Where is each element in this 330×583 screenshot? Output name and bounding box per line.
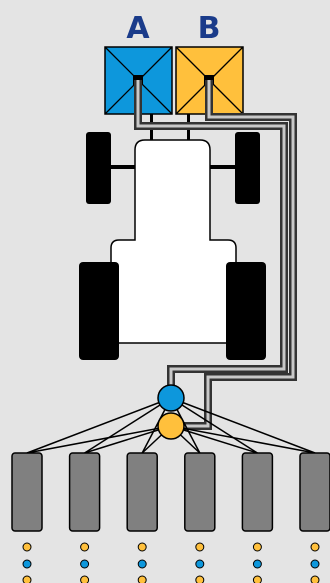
distribution-line	[170, 397, 258, 454]
seed-dot-icon	[80, 575, 90, 583]
row-unit-icon	[11, 452, 43, 532]
seed-dot-icon	[22, 542, 32, 552]
row-units	[11, 452, 330, 532]
seed-dot-icon	[252, 559, 262, 569]
seed-dot-icon	[80, 559, 90, 569]
front-right-wheel	[235, 132, 260, 204]
seed-dot-icon	[137, 575, 147, 583]
distribution-line	[26, 425, 172, 454]
distribution-line	[84, 397, 172, 454]
seed-dot-icon	[80, 542, 90, 552]
row-unit-icon	[126, 452, 158, 532]
distribution-line	[170, 425, 316, 454]
front-left-wheel	[86, 132, 111, 204]
distribution-head-icon	[157, 412, 185, 440]
seed-dot-icon	[195, 575, 205, 583]
hopper-a-label: A	[126, 11, 150, 46]
row-unit-icon	[68, 452, 101, 532]
distribution-line	[170, 397, 316, 454]
seed-hoses	[134, 80, 297, 430]
seed-dot-icon	[252, 575, 262, 583]
row-unit-icon	[184, 452, 216, 532]
distribution-line	[26, 397, 172, 454]
seed-dot-icon	[195, 542, 205, 552]
seed-dots	[22, 542, 320, 583]
seed-dot-icon	[310, 542, 320, 552]
seed-dot-icon	[22, 559, 32, 569]
seed-dot-icon	[195, 559, 205, 569]
seed-dot-icon	[310, 575, 320, 583]
rear-right-wheel	[226, 262, 266, 360]
seed-dot-icon	[252, 542, 262, 552]
distribution-line	[170, 425, 258, 454]
seed-dot-icon	[22, 575, 32, 583]
tractor-body	[110, 139, 237, 344]
distribution-line	[84, 425, 172, 454]
tractor-icon	[79, 114, 266, 360]
seed-dot-icon	[310, 559, 320, 569]
seed-dot-icon	[137, 559, 147, 569]
distribution-lines	[26, 397, 316, 454]
seed-dot-icon	[137, 542, 147, 552]
rear-left-wheel	[79, 262, 119, 360]
row-unit-icon	[299, 452, 330, 532]
row-unit-icon	[241, 452, 274, 532]
distribution-head-icon	[157, 384, 185, 412]
hopper-b-label: B	[198, 11, 221, 46]
